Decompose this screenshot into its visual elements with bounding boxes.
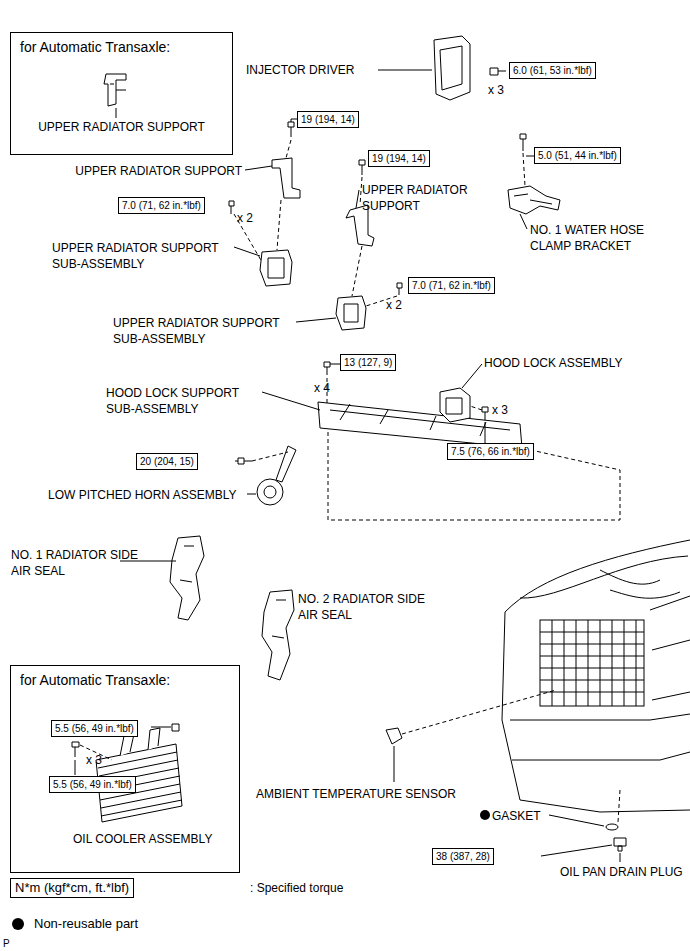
part-label: UPPER RADIATOR SUPPORT SUB-ASSEMBLY	[113, 315, 295, 347]
torque-value: 38 (387, 28)	[436, 851, 490, 862]
part-label: UPPER RADIATOR SUPPORT	[362, 182, 482, 214]
quantity-label: x 3	[492, 402, 508, 418]
torque-box: 5.5 (56, 49 in.*lbf)	[49, 776, 136, 793]
option-frame: for Automatic Transaxle: OIL COOLER ASSEM…	[10, 665, 240, 873]
torque-value: 5.5 (56, 49 in.*lbf)	[53, 779, 132, 790]
torque-box: 19 (194, 14)	[368, 150, 430, 167]
torque-box: 7.0 (71, 62 in.*lbf)	[408, 277, 495, 294]
torque-value: 6.0 (61, 53 in.*lbf)	[513, 65, 592, 76]
quantity-label: x 3	[86, 752, 102, 768]
torque-box: 5.0 (51, 44 in.*lbf)	[534, 147, 621, 164]
part-label: AMBIENT TEMPERATURE SENSOR	[256, 786, 456, 802]
frame-heading: for Automatic Transaxle:	[20, 672, 170, 689]
torque-box: 7.0 (71, 62 in.*lbf)	[118, 197, 205, 214]
quantity-label: x 2	[386, 297, 402, 313]
torque-value: 5.5 (56, 49 in.*lbf)	[55, 723, 134, 734]
frame-heading: for Automatic Transaxle:	[20, 39, 170, 56]
part-label: NO. 1 RADIATOR SIDE AIR SEAL	[11, 547, 141, 579]
part-label: OIL PAN DRAIN PLUG	[560, 864, 683, 880]
quantity-label: x 3	[488, 82, 504, 98]
torque-value: 13 (127, 9)	[344, 357, 392, 368]
part-label: UPPER RADIATOR SUPPORT	[11, 120, 232, 135]
torque-value: 20 (204, 15)	[140, 456, 194, 467]
legend-torque-box: N*m (kgf*cm, ft.*lbf)	[10, 878, 134, 898]
legend-text: Non-reusable part	[34, 916, 138, 932]
part-label: NO. 2 RADIATOR SIDE AIR SEAL	[298, 591, 428, 623]
part-label: UPPER RADIATOR SUPPORT SUB-ASSEMBLY	[52, 240, 234, 272]
part-label: INJECTOR DRIVER	[246, 62, 354, 78]
torque-box: 20 (204, 15)	[136, 453, 198, 470]
part-label: HOOD LOCK ASSEMBLY	[484, 355, 623, 371]
torque-value: 7.0 (71, 62 in.*lbf)	[412, 280, 491, 291]
legend-unit-text: N*m (kgf*cm, ft.*lbf)	[15, 880, 129, 895]
part-label: GASKET	[492, 808, 541, 824]
legend-text: : Specified torque	[250, 880, 343, 896]
option-frame: for Automatic Transaxle: UPPER RADIATOR S…	[10, 32, 233, 155]
torque-value: 19 (194, 14)	[301, 114, 355, 125]
quantity-label: x 2	[237, 210, 253, 226]
torque-box: 7.5 (76, 66 in.*lbf)	[447, 443, 534, 460]
part-label: OIL COOLER ASSEMBLY	[73, 832, 212, 847]
torque-box: 38 (387, 28)	[432, 848, 494, 865]
legend-swatch	[12, 918, 24, 930]
part-label: LOW PITCHED HORN ASSEMBLY	[48, 487, 236, 503]
part-label: HOOD LOCK SUPPORT SUB-ASSEMBLY	[106, 385, 266, 417]
part-label: UPPER RADIATOR SUPPORT	[48, 163, 242, 179]
quantity-label: x 4	[314, 380, 330, 396]
torque-box: 5.5 (56, 49 in.*lbf)	[51, 720, 138, 737]
figure-code: P	[3, 936, 10, 951]
part-label: NO. 1 WATER HOSE CLAMP BRACKET	[530, 222, 680, 254]
torque-box: 19 (194, 14)	[297, 111, 359, 128]
torque-box: 6.0 (61, 53 in.*lbf)	[509, 62, 596, 79]
torque-value: 7.0 (71, 62 in.*lbf)	[122, 200, 201, 211]
torque-value: 19 (194, 14)	[372, 153, 426, 164]
torque-value: 5.0 (51, 44 in.*lbf)	[538, 150, 617, 161]
torque-value: 7.5 (76, 66 in.*lbf)	[451, 446, 530, 457]
torque-box: 13 (127, 9)	[340, 354, 396, 371]
